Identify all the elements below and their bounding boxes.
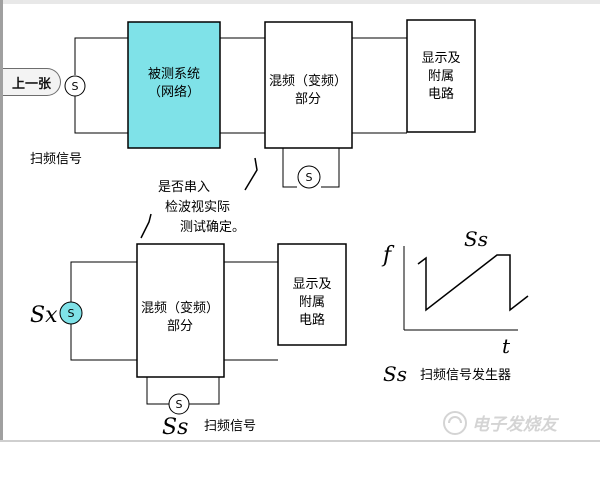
top-display-line1: 显示及	[421, 51, 460, 66]
bottom-display-line3: 电路	[299, 312, 325, 328]
note-line1: 是否串入	[158, 180, 210, 195]
top-insert-mark	[244, 157, 258, 191]
sx-source: S	[59, 301, 83, 325]
graph-x-label: t	[502, 334, 511, 358]
bottom-display-line1: 显示及	[292, 277, 331, 292]
bottom-lo-source: S	[168, 393, 190, 415]
note-line3: 测试确定。	[180, 220, 245, 235]
system-under-test-box: 被测系统 （网络）	[127, 21, 221, 149]
svg-text:S: S	[176, 398, 183, 411]
bottom-insert-mark	[140, 213, 152, 239]
top-display-box: 显示及 附属 电路	[406, 19, 476, 133]
left-border	[0, 0, 3, 440]
bottom-mixer-line2: 部分	[167, 319, 193, 334]
top-lo-source: S	[297, 165, 321, 189]
graph-axes	[403, 246, 518, 331]
bottom-mixer-box: 混频（变频） 部分	[136, 243, 225, 378]
system-box-line2: （网络）	[148, 84, 200, 100]
top-mixer-line1: 混频（变频）	[269, 73, 347, 89]
detector-note: 是否串入 检波视实际 测试确定。	[158, 180, 245, 235]
top-mixer-box: 混频（变频） 部分	[264, 21, 353, 149]
graph-caption-symbol: Ss	[383, 362, 407, 386]
top-border	[0, 0, 600, 4]
watermark-text: 电子发烧友	[472, 415, 560, 435]
system-box-line1: 被测系统	[148, 67, 200, 82]
graph-series-label: Ss	[464, 227, 488, 251]
prev-image-button[interactable]: 上一张	[3, 68, 61, 96]
graph-caption-text: 扫频信号发生器	[420, 367, 511, 383]
sweep-graph: f t Ss Ss 扫频信号发生器	[381, 227, 529, 386]
top-mixer-line2: 部分	[295, 92, 321, 107]
ss-label: Ss	[162, 415, 188, 440]
watermark: 电子发烧友	[443, 411, 560, 435]
note-line2: 检波视实际	[165, 200, 230, 215]
top-display-line3: 电路	[428, 86, 454, 102]
top-sweep-label: 扫频信号	[30, 152, 82, 167]
top-source: S	[64, 75, 86, 97]
top-display-line2: 附属	[428, 69, 454, 84]
svg-text:S: S	[306, 171, 313, 184]
top-wires	[74, 37, 407, 188]
bottom-border	[0, 440, 600, 442]
sx-label: Sx	[30, 303, 58, 328]
bottom-sweep-label: 扫频信号	[204, 419, 256, 434]
bottom-display-line2: 附属	[299, 295, 325, 310]
svg-text:S: S	[68, 307, 75, 320]
bottom-display-box: 显示及 附属 电路	[277, 243, 347, 346]
svg-text:S: S	[72, 80, 79, 93]
graph-y-label: f	[381, 243, 395, 268]
prev-image-label: 上一张	[11, 76, 51, 92]
bottom-mixer-line1: 混频（变频）	[141, 300, 219, 316]
bottom-wires	[70, 261, 278, 405]
sawtooth-wave	[417, 254, 529, 312]
